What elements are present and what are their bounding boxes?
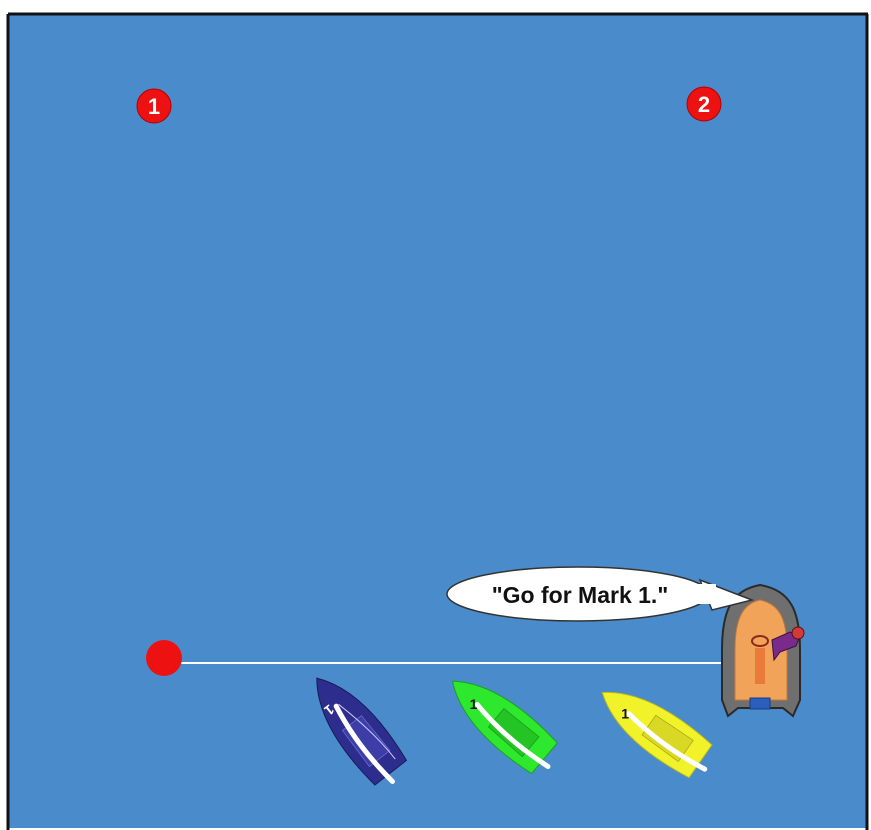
boat-green-sail-number: 1 — [470, 696, 478, 712]
mark-1-label: 1 — [148, 94, 160, 119]
mark-1: 1 — [137, 89, 171, 123]
committee-crew-head-icon — [792, 627, 804, 639]
mark-2: 2 — [687, 87, 721, 121]
speech-bubble-seam-cover — [690, 584, 716, 604]
boat-yellow-sail-number: 1 — [621, 705, 629, 721]
committee-speech-text: "Go for Mark 1." — [492, 582, 668, 608]
committee-boat-console — [755, 648, 765, 684]
red-buoy-icon — [146, 640, 182, 676]
mark-2-label: 2 — [698, 92, 710, 117]
committee-boat-motor — [750, 698, 770, 709]
